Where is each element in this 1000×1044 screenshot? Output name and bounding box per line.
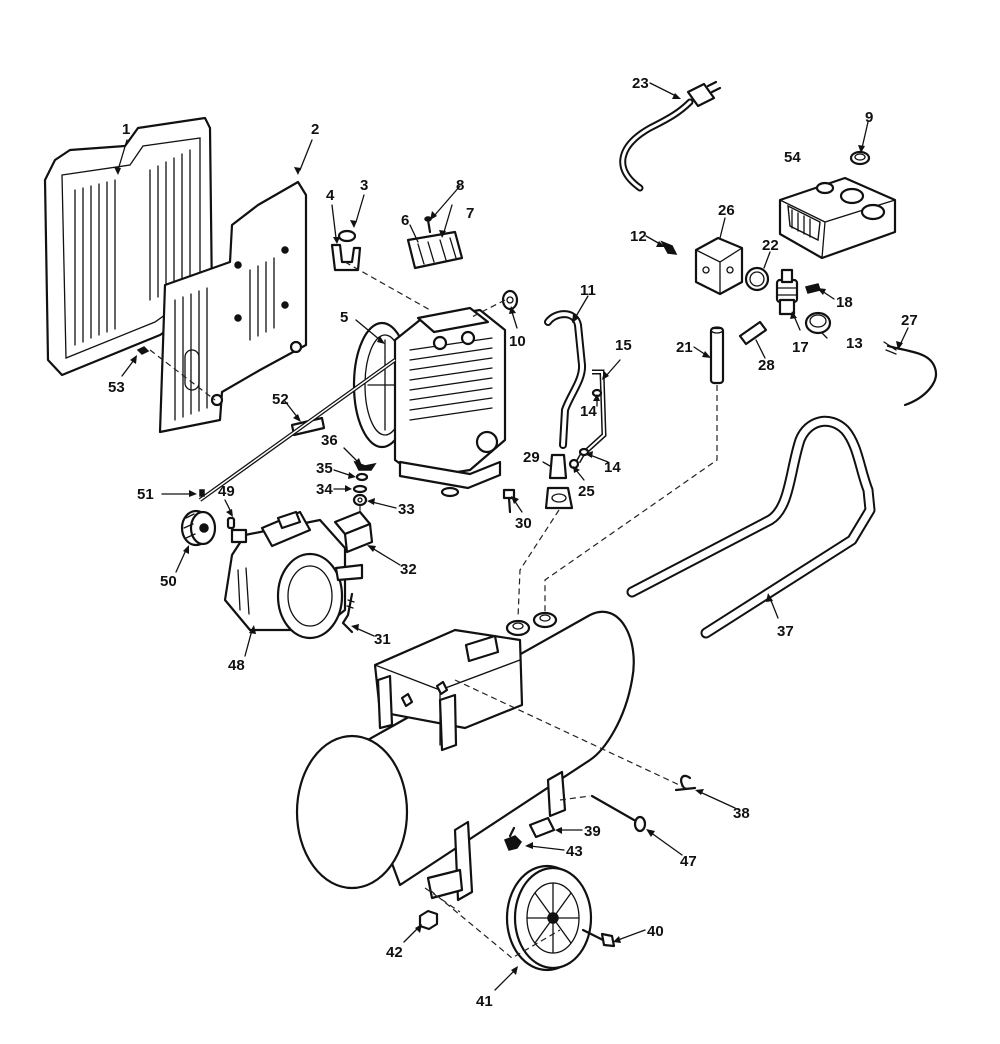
part-fitting-29 xyxy=(544,453,574,510)
part-gauge-13 xyxy=(804,311,832,335)
callout-47: 47 xyxy=(680,853,697,870)
part-cap-9 xyxy=(849,150,871,166)
callout-28: 28 xyxy=(758,357,775,374)
callout-31: 31 xyxy=(374,631,391,648)
part-screw-8 xyxy=(424,216,432,234)
callout-7: 7 xyxy=(466,205,474,222)
callout-52: 52 xyxy=(272,391,289,408)
callout-13: 13 xyxy=(846,335,863,352)
callout-1: 1 xyxy=(122,121,130,138)
part-nut-42 xyxy=(418,909,439,931)
callout-14a: 14 xyxy=(580,403,597,420)
part-handle-37 xyxy=(626,415,876,639)
part-nipple-28 xyxy=(738,320,768,346)
assembly-guides xyxy=(149,261,718,959)
part-pulley-50 xyxy=(180,509,217,547)
part-valve-12 xyxy=(660,240,678,255)
callout-4: 4 xyxy=(326,187,335,204)
callout-10: 10 xyxy=(509,333,526,350)
part-bracket-4 xyxy=(330,243,362,272)
callout-15: 15 xyxy=(615,337,632,354)
callout-43: 43 xyxy=(566,843,583,860)
part-motor-48 xyxy=(223,510,364,640)
part-gauge-22 xyxy=(744,266,770,292)
callout-38: 38 xyxy=(733,805,750,822)
part-belt-line xyxy=(198,358,397,502)
callout-42: 42 xyxy=(386,944,403,961)
part-wire-27 xyxy=(883,341,938,407)
part-screw-53 xyxy=(136,346,150,355)
part-washer-35 xyxy=(355,472,369,482)
callout-53: 53 xyxy=(108,379,125,396)
callout-32: 32 xyxy=(400,561,417,578)
part-pump-5 xyxy=(352,306,507,498)
callout-6: 6 xyxy=(401,212,409,229)
callout-21: 21 xyxy=(676,339,693,356)
part-console-54 xyxy=(778,176,897,260)
callout-14b: 14 xyxy=(604,459,621,476)
part-drain-43 xyxy=(504,826,522,851)
callout-54: 54 xyxy=(784,149,801,166)
callout-2: 2 xyxy=(311,121,319,138)
callout-39: 39 xyxy=(584,823,601,840)
part-tube-15 xyxy=(575,369,607,464)
callout-29: 29 xyxy=(523,449,540,466)
leader-lines xyxy=(114,82,909,991)
part-wheel-41 xyxy=(505,864,593,972)
callout-41: 41 xyxy=(476,993,493,1010)
part-bolt-30 xyxy=(502,488,516,514)
part-washer-34 xyxy=(352,484,368,494)
callout-35: 35 xyxy=(316,460,333,477)
part-valve-6-7 xyxy=(406,230,464,270)
part-rod-31 xyxy=(341,592,355,634)
part-setscrew-51 xyxy=(199,489,205,497)
part-nut-3 xyxy=(337,229,357,243)
callout-25: 25 xyxy=(578,483,595,500)
callout-34: 34 xyxy=(316,481,333,498)
callout-12: 12 xyxy=(630,228,647,245)
part-regulator-17 xyxy=(775,268,799,316)
part-switch-26 xyxy=(694,236,744,296)
callout-17: 17 xyxy=(792,339,809,356)
part-tube-21 xyxy=(709,326,725,385)
part-key-49 xyxy=(226,516,236,530)
callout-27: 27 xyxy=(901,312,918,329)
callout-5: 5 xyxy=(340,309,348,326)
part-tank xyxy=(295,610,635,902)
callout-23: 23 xyxy=(632,75,649,92)
part-washer-33 xyxy=(352,493,368,507)
part-powercord-23 xyxy=(619,80,722,192)
part-bolt-47 xyxy=(590,794,647,833)
callout-37: 37 xyxy=(777,623,794,640)
part-bolt-40 xyxy=(581,928,616,948)
callout-9: 9 xyxy=(865,109,873,126)
callout-8: 8 xyxy=(456,177,464,194)
part-tube-11 xyxy=(544,310,586,449)
callout-11: 11 xyxy=(580,282,596,299)
callout-48: 48 xyxy=(228,657,245,674)
callout-33: 33 xyxy=(398,501,415,518)
callout-18: 18 xyxy=(836,294,853,311)
callout-49: 49 xyxy=(218,483,235,500)
callout-51: 51 xyxy=(137,486,154,503)
callout-36: 36 xyxy=(321,432,338,449)
part-shroud-inner xyxy=(158,180,308,434)
part-spacer-39 xyxy=(528,816,556,839)
part-bracket-32 xyxy=(333,510,374,554)
callout-40: 40 xyxy=(647,923,664,940)
callout-labels: 1 2 3 4 5 6 7 8 9 10 11 12 13 14 14 15 1… xyxy=(108,75,918,1010)
callout-50: 50 xyxy=(160,573,177,590)
callout-3: 3 xyxy=(360,177,368,194)
callout-30: 30 xyxy=(515,515,532,532)
callout-22: 22 xyxy=(762,237,779,254)
callout-26: 26 xyxy=(718,202,735,219)
part-fitting-10 xyxy=(501,289,519,311)
